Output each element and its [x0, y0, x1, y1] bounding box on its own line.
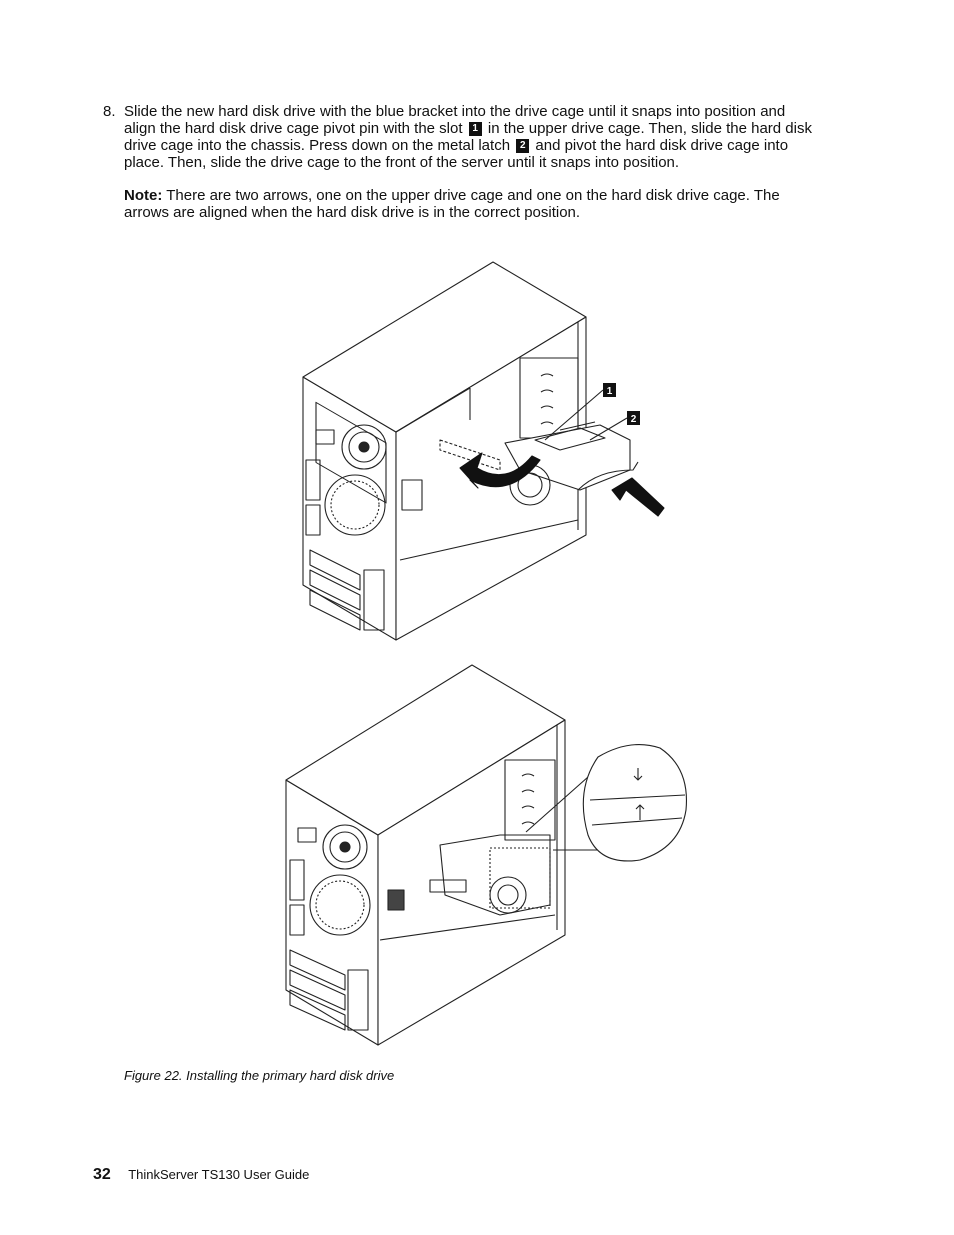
figure-callout-1: 1 [607, 386, 613, 397]
step-text: Slide the new hard disk drive with the b… [124, 103, 859, 171]
callout-2-badge: 2 [516, 139, 530, 154]
figure-callout-2-box [627, 411, 640, 425]
note-line-1: Note: There are two arrows, one on the u… [124, 187, 864, 204]
push-arrow [611, 477, 665, 517]
step-line-2a: align the hard disk drive cage pivot pin… [124, 120, 463, 137]
step-line-3: drive cage into the chassis. Press down … [124, 137, 859, 154]
note-label: Note: [124, 187, 163, 204]
page-footer: 32 ThinkServer TS130 User Guide [93, 1166, 309, 1184]
note-text-1: There are two arrows, one on the upper d… [166, 187, 780, 204]
page-number: 32 [93, 1166, 111, 1183]
note: Note: There are two arrows, one on the u… [124, 187, 864, 221]
callout-1-badge: 1 [468, 122, 482, 137]
figure-callout-2: 2 [631, 414, 637, 425]
document-title: ThinkServer TS130 User Guide [128, 1167, 310, 1182]
step-line-1: Slide the new hard disk drive with the b… [124, 103, 786, 120]
note-text-2: arrows are aligned when the hard disk dr… [124, 204, 581, 221]
step-number: 8. [103, 103, 116, 120]
step-line-3a: drive cage into the chassis. Press down … [124, 137, 511, 154]
server-chassis-bottom [285, 664, 566, 1046]
pivot-arrow [459, 452, 541, 489]
figure-caption: Figure 22. Installing the primary hard d… [124, 1068, 395, 1083]
step-line-2: align the hard disk drive cage pivot pin… [124, 120, 859, 137]
step-line-4: place. Then, slide the drive cage to the… [124, 154, 680, 171]
detail-magnifier [525, 744, 688, 862]
step-line-2b: in the upper drive cage. Then, slide the… [487, 120, 812, 137]
step-line-3b: and pivot the hard disk drive cage into [535, 137, 789, 154]
server-chassis-top [302, 261, 639, 641]
figure-callout-1-box [603, 383, 616, 397]
